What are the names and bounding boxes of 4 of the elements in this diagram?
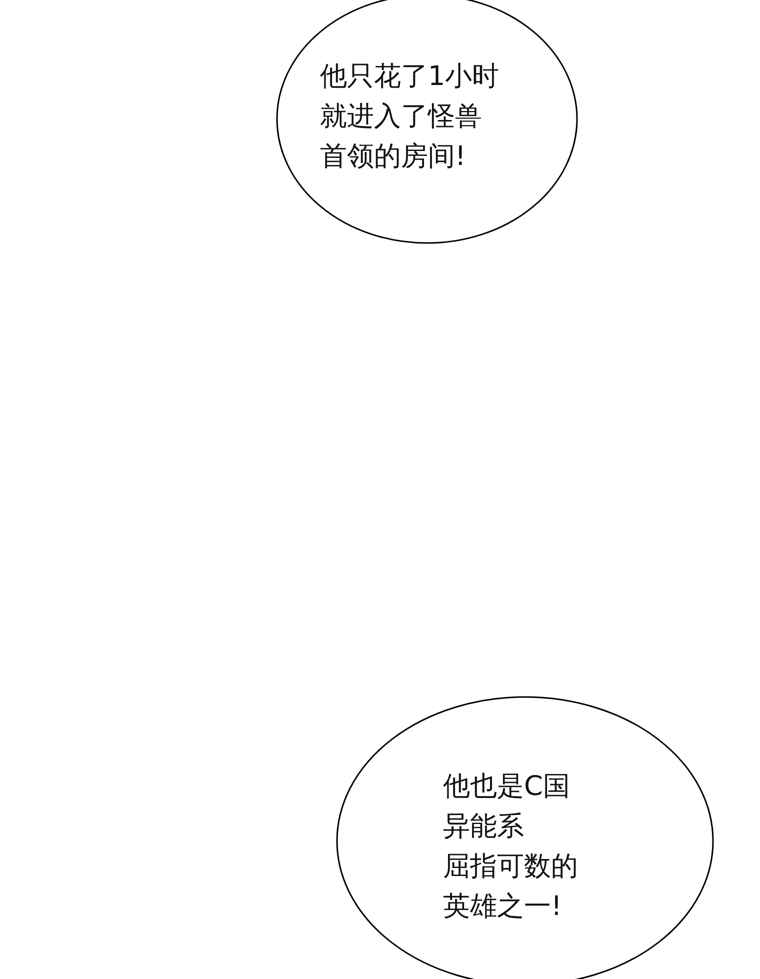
speech-bubble xyxy=(276,0,578,244)
dialogue-text: 他也是C国异能系屈指可数的英雄之一! xyxy=(443,770,578,924)
dialogue-text: 他只花了1小时就进入了怪兽首领的房间! xyxy=(320,60,500,174)
speech-bubble xyxy=(336,697,714,979)
